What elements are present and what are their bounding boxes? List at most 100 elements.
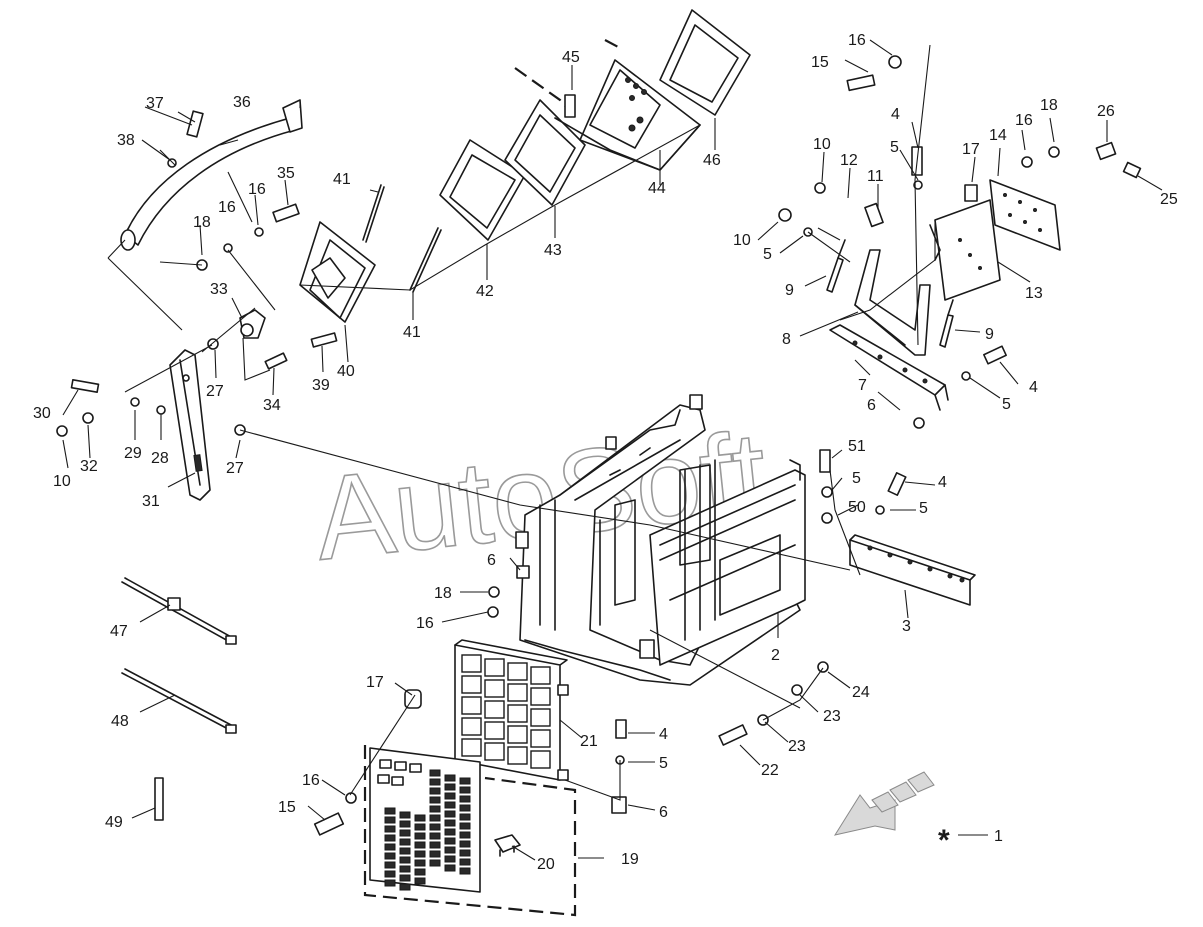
callout-5: 5 — [919, 500, 928, 517]
callout-16: 16 — [416, 615, 434, 632]
callout-25: 25 — [1160, 191, 1178, 208]
callout-19: 19 — [621, 851, 639, 868]
grid-cell — [530, 708, 551, 727]
board-connector — [409, 763, 422, 773]
board-chip — [399, 829, 411, 837]
board-chip — [384, 852, 396, 860]
board-connector — [394, 761, 407, 771]
grid-cell — [507, 704, 528, 723]
board-chip — [414, 859, 426, 867]
board-chip — [444, 819, 456, 827]
callout-28: 28 — [151, 450, 169, 467]
board-chip — [384, 843, 396, 851]
callout-4: 4 — [891, 106, 900, 123]
board-chip — [459, 858, 471, 866]
board-chip — [399, 811, 411, 819]
board-chip — [399, 883, 411, 891]
grid-cell — [461, 675, 482, 694]
callout-10: 10 — [733, 232, 751, 249]
grid-cell — [461, 654, 482, 673]
callout-9: 9 — [985, 326, 994, 343]
grid-cell — [530, 750, 551, 769]
connector-box — [239, 309, 266, 339]
grid-cell — [530, 729, 551, 748]
callout-44: 44 — [648, 180, 666, 197]
callout-2: 2 — [771, 647, 780, 664]
callout-51: 51 — [848, 438, 866, 455]
side-arm — [169, 349, 211, 501]
grid-cell — [507, 662, 528, 681]
board-chip — [414, 877, 426, 885]
callout-20: 20 — [537, 856, 555, 873]
callout-50: 50 — [848, 499, 866, 516]
callout-17: 17 — [366, 674, 384, 691]
callout-40: 40 — [337, 363, 355, 380]
board-chip — [459, 867, 471, 875]
board-chip — [459, 840, 471, 848]
callout-32: 32 — [80, 458, 98, 475]
board-chip — [414, 832, 426, 840]
callout-30: 30 — [33, 405, 51, 422]
board-chip — [444, 792, 456, 800]
callout-18: 18 — [434, 585, 452, 602]
callout-33: 33 — [210, 281, 228, 298]
board-chip — [459, 849, 471, 857]
asterisk-symbol: * — [938, 824, 950, 857]
fasteners — [56, 55, 1142, 836]
mounting-plate — [849, 534, 976, 606]
grid-cell — [461, 717, 482, 736]
callout-24: 24 — [852, 684, 870, 701]
board-connector — [379, 759, 392, 769]
support-plate — [829, 324, 949, 411]
callout-16: 16 — [848, 32, 866, 49]
callout-3: 3 — [902, 618, 911, 635]
board-chip — [414, 868, 426, 876]
board-chip — [429, 841, 441, 849]
board-chip — [444, 783, 456, 791]
board-chip — [384, 861, 396, 869]
callout-41: 41 — [403, 324, 421, 341]
grid-cell — [484, 658, 505, 677]
callout-4: 4 — [659, 726, 668, 743]
grid-panel — [454, 639, 569, 781]
board-chip — [444, 864, 456, 872]
grid-cell — [484, 700, 505, 719]
callout-ticks — [62, 39, 1163, 861]
board-chip — [459, 822, 471, 830]
board-chip — [414, 841, 426, 849]
callout-27: 27 — [226, 460, 244, 477]
grid-cell — [461, 696, 482, 715]
callout-5: 5 — [1002, 396, 1011, 413]
board-chip — [459, 777, 471, 785]
callout-46: 46 — [703, 152, 721, 169]
callout-38: 38 — [117, 132, 135, 149]
callout-8: 8 — [782, 331, 791, 348]
board-chip — [384, 816, 396, 824]
callout-16: 16 — [1015, 112, 1033, 129]
board-chip — [399, 874, 411, 882]
board-chip — [429, 832, 441, 840]
board-chip — [459, 786, 471, 794]
board-chip — [384, 825, 396, 833]
board-chip — [414, 850, 426, 858]
board-chip — [399, 856, 411, 864]
main-frame — [515, 394, 806, 686]
circuit-board — [363, 745, 577, 917]
board-chip — [429, 859, 441, 867]
callout-39: 39 — [312, 377, 330, 394]
callout-27: 27 — [206, 383, 224, 400]
callout-23: 23 — [788, 738, 806, 755]
board-chip — [429, 769, 441, 777]
callout-48: 48 — [111, 713, 129, 730]
callout-45: 45 — [562, 49, 580, 66]
callout-4: 4 — [1029, 379, 1038, 396]
callout-43: 43 — [544, 242, 562, 259]
callout-4: 4 — [938, 474, 947, 491]
board-chip — [444, 801, 456, 809]
grid-cell — [507, 683, 528, 702]
board-chip — [384, 834, 396, 842]
board-chip — [444, 828, 456, 836]
callout-10: 10 — [813, 136, 831, 153]
callout-5: 5 — [763, 246, 772, 263]
callout-17: 17 — [962, 141, 980, 158]
